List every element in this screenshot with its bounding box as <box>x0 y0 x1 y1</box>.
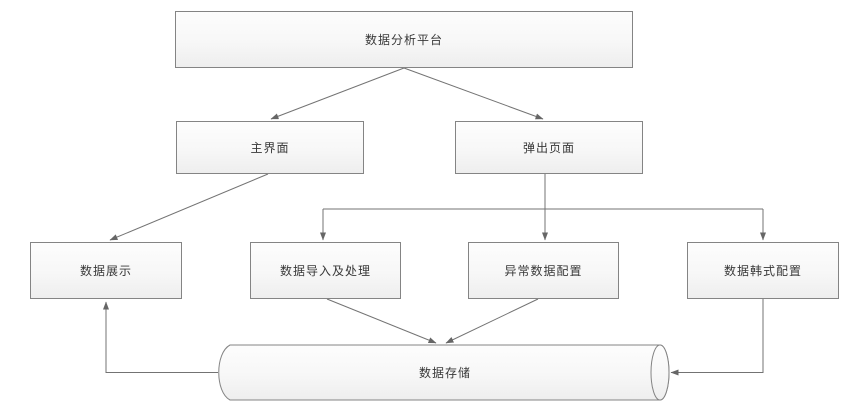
node-platform: 数据分析平台 <box>175 11 633 68</box>
data-storage-cylinder <box>218 344 670 401</box>
node-abnormal-config-label: 异常数据配置 <box>504 264 583 278</box>
node-data-import-label: 数据导入及处理 <box>279 264 371 278</box>
node-data-storage-label: 数据存储 <box>418 366 471 380</box>
edge-abnormal-config-to-storage <box>445 298 539 344</box>
edge-platform-to-popup-page <box>403 67 544 120</box>
node-main-ui-label: 主界面 <box>250 141 290 155</box>
node-data-storage: 数据存储 <box>230 345 660 400</box>
node-platform-label: 数据分析平台 <box>364 33 443 47</box>
node-format-config: 数据韩式配置 <box>687 242 839 299</box>
node-popup-page-label: 弹出页面 <box>522 141 575 155</box>
cylinder-right-cap <box>650 344 670 401</box>
edge-data-import-to-storage <box>326 298 437 344</box>
node-data-display-label: 数据展示 <box>79 264 132 278</box>
edge-platform-to-main-ui <box>270 67 405 120</box>
node-data-display: 数据展示 <box>30 242 182 299</box>
node-main-ui: 主界面 <box>176 121 364 174</box>
node-abnormal-config: 异常数据配置 <box>468 242 619 299</box>
node-data-import: 数据导入及处理 <box>250 242 401 299</box>
edge-format-config-to-storage <box>670 299 764 376</box>
node-popup-page: 弹出页面 <box>455 121 643 174</box>
edge-storage-to-data-display <box>103 301 218 373</box>
edge-main-ui-to-data-display <box>109 173 269 241</box>
node-format-config-label: 数据韩式配置 <box>723 264 802 278</box>
